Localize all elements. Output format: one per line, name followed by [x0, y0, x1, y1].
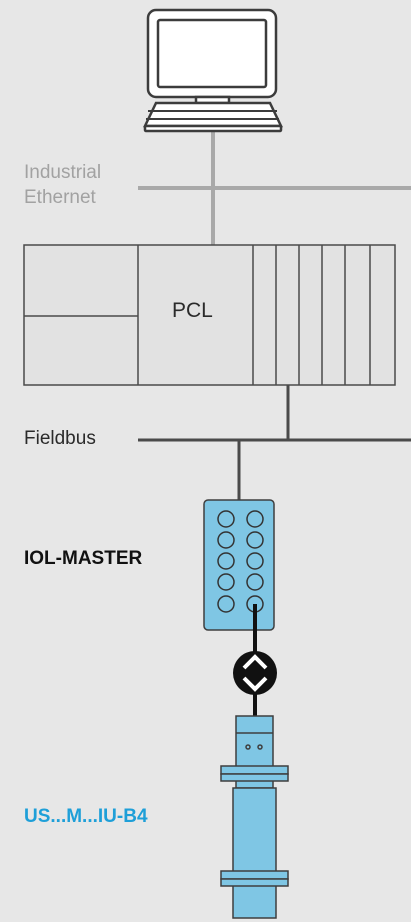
iol-master-device — [203, 499, 275, 631]
sensor-label: US...M...IU-B4 — [24, 806, 148, 827]
industrial-ethernet-bus — [138, 130, 411, 245]
computer-icon — [143, 8, 283, 133]
industrial-ethernet-label-line2: Ethernet — [24, 187, 96, 208]
ultrasonic-sensor — [220, 715, 289, 919]
fieldbus-label: Fieldbus — [24, 428, 96, 449]
fieldbus-lines — [138, 385, 411, 500]
industrial-ethernet-label-line1: Industrial — [24, 162, 102, 183]
iol-master-label: IOL-MASTER — [24, 548, 143, 569]
industrial-ethernet-label: Industrial Ethernet — [24, 160, 101, 210]
up-down-arrows-icon — [233, 651, 277, 695]
plc-unit — [23, 244, 396, 386]
plc-label: PCL — [172, 299, 213, 322]
